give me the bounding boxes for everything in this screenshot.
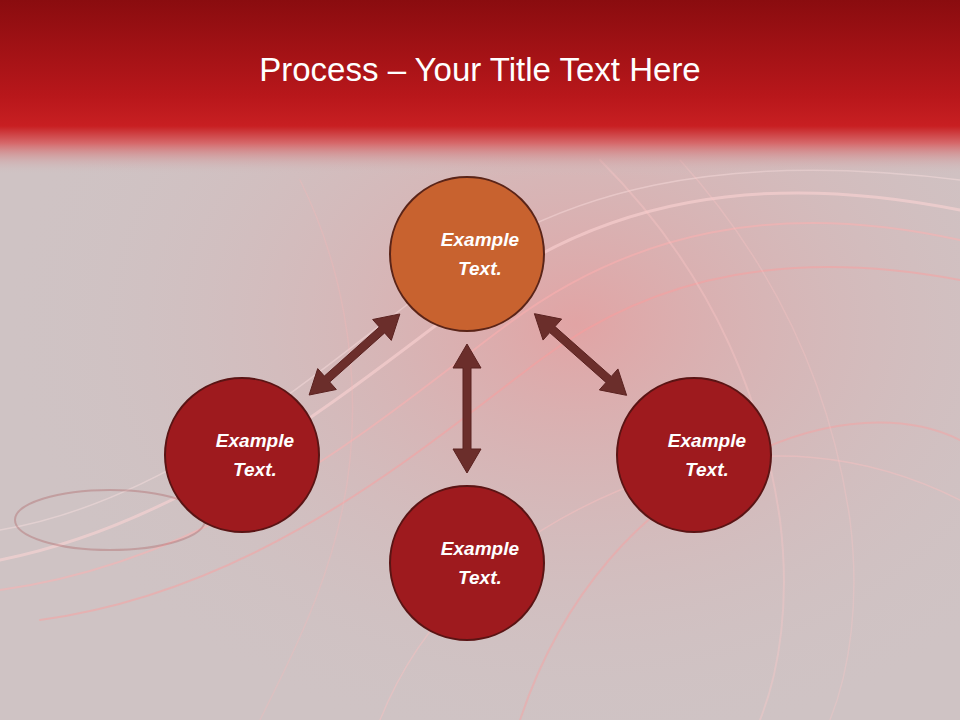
- node-text: Example Text.: [655, 426, 759, 484]
- circle-shape: [165, 378, 319, 532]
- node-text: Example Text.: [428, 534, 532, 592]
- circle-outline: [616, 377, 772, 533]
- node-text: Example Text.: [428, 225, 532, 283]
- title-band: [0, 0, 960, 175]
- circle-content: Example Text.: [428, 225, 532, 283]
- swirl-lines: [0, 160, 960, 720]
- node-text: Example Text.: [203, 426, 307, 484]
- process-circle: Example Text.: [164, 377, 320, 533]
- circle-outline: [389, 485, 545, 641]
- double-arrow: [534, 314, 626, 396]
- circle-shape: [617, 378, 771, 532]
- double-arrow: [453, 344, 481, 473]
- slide-title: Process – Your Title Text Here: [0, 50, 960, 90]
- process-circle: Example Text.: [389, 176, 545, 332]
- circle-content: Example Text.: [203, 426, 307, 484]
- circle-shape: [390, 177, 544, 331]
- circle-content: Example Text.: [655, 426, 759, 484]
- double-arrow: [309, 314, 400, 395]
- circle-outline: [164, 377, 320, 533]
- process-circle: Example Text.: [616, 377, 772, 533]
- circle-shape: [390, 486, 544, 640]
- circle-content: Example Text.: [428, 534, 532, 592]
- circle-outline: [389, 176, 545, 332]
- process-circle: Example Text.: [389, 485, 545, 641]
